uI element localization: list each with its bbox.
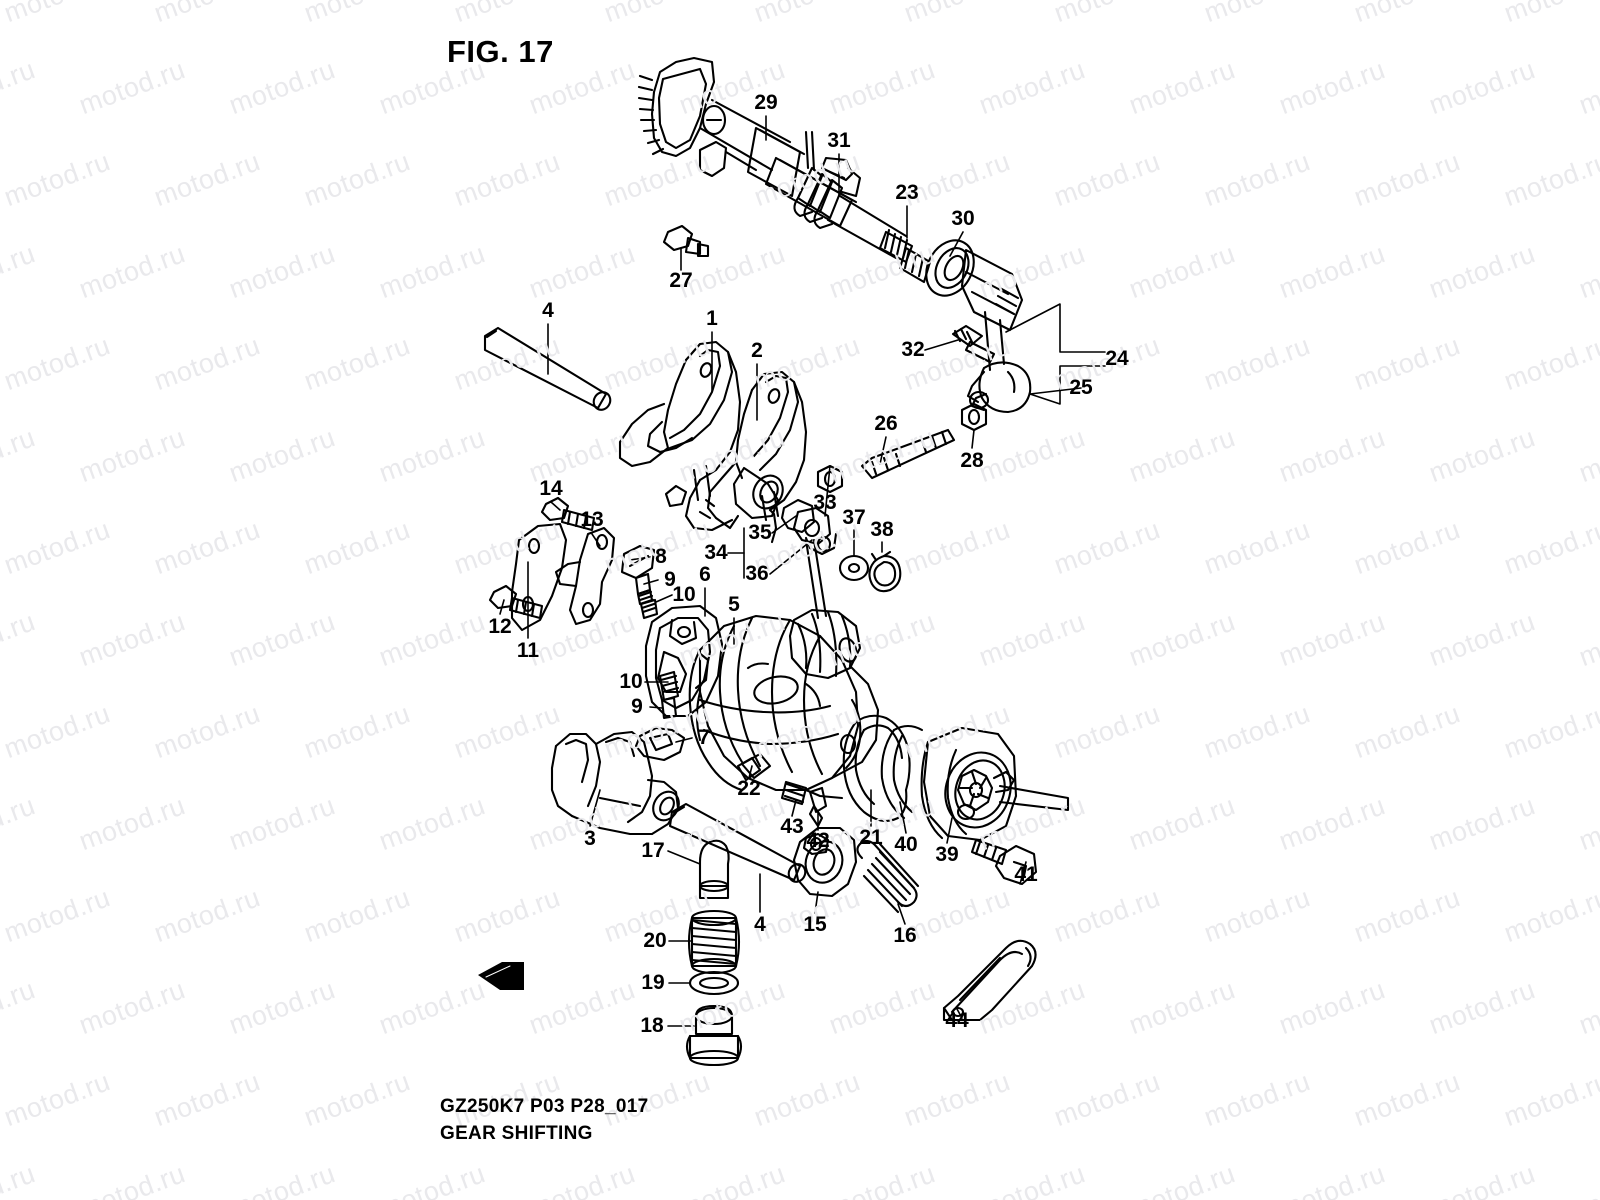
callout-number-19: 19 bbox=[641, 971, 665, 994]
callout-number-2: 2 bbox=[751, 339, 763, 362]
callout-number-38: 38 bbox=[870, 518, 894, 541]
callout-number-6: 6 bbox=[699, 563, 711, 586]
callout-number-42: 42 bbox=[806, 829, 830, 852]
fwd-direction-arrow bbox=[478, 962, 524, 990]
callout-number-37: 37 bbox=[842, 506, 866, 529]
callout-number-1: 1 bbox=[706, 307, 718, 330]
callout-number-7: 7 bbox=[698, 726, 710, 749]
callout-number-12: 12 bbox=[488, 615, 512, 638]
part-15-gear-shift-cam-driven-gear bbox=[792, 826, 858, 898]
part-17-stopper-plug bbox=[698, 839, 730, 900]
part-20-compression-spring bbox=[687, 909, 741, 975]
callout-number-3: 3 bbox=[584, 827, 596, 850]
part-44-cam-guide-bracket bbox=[942, 939, 1037, 1022]
caption-model-code: GZ250K7 P03 P28_017 bbox=[440, 1096, 649, 1117]
part-41-bolt bbox=[970, 838, 1038, 886]
callout-number-14: 14 bbox=[539, 477, 563, 500]
callout-number-28: 28 bbox=[960, 449, 984, 472]
part-13-shift-arm-plate bbox=[554, 526, 616, 626]
figure-title: FIG. 17 bbox=[447, 34, 554, 69]
callout-number-40: 40 bbox=[894, 833, 918, 856]
callout-number-5: 5 bbox=[728, 593, 740, 616]
callout-number-4b: 4 bbox=[754, 913, 766, 936]
part-26-bolt bbox=[860, 428, 956, 480]
callout-number-23: 23 bbox=[895, 181, 919, 204]
part-19-washer bbox=[688, 970, 740, 996]
callout-number-18: 18 bbox=[640, 1014, 664, 1037]
part-29-gear-shift-shaft bbox=[637, 56, 1032, 414]
callout-number-44: 44 bbox=[945, 1009, 969, 1032]
part-36-shift-pedal-rod bbox=[788, 538, 862, 680]
part-1-gear-shift-fork-no1 bbox=[618, 340, 742, 532]
part-39-cam-stopper-housing bbox=[920, 726, 1070, 842]
part-16-return-spring bbox=[856, 839, 920, 914]
part-8-cam-stopper bbox=[620, 544, 656, 580]
callout-number-10a: 10 bbox=[672, 583, 696, 606]
leader-lines bbox=[499, 115, 1106, 1027]
callout-number-32: 32 bbox=[901, 338, 925, 361]
callout-number-41: 41 bbox=[1014, 863, 1038, 886]
figure-caption: GZ250K7 P03 P28_017 GEAR SHIFTING bbox=[440, 1093, 649, 1147]
part-28-nut bbox=[960, 402, 988, 432]
part-7-cam-guide bbox=[634, 726, 686, 762]
part-6-cam-driven-plate bbox=[644, 604, 724, 718]
callout-number-10b: 10 bbox=[619, 670, 643, 693]
callout-number-34: 34 bbox=[704, 541, 728, 564]
callout-number-9a: 9 bbox=[664, 568, 676, 591]
callout-number-33: 33 bbox=[813, 491, 837, 514]
callout-number-22: 22 bbox=[737, 777, 761, 800]
callout-number-4a: 4 bbox=[542, 299, 554, 322]
callout-number-11: 11 bbox=[516, 639, 540, 662]
part-27-bolt bbox=[662, 224, 710, 258]
caption-section-name: GEAR SHIFTING bbox=[440, 1123, 593, 1144]
callout-number-16: 16 bbox=[893, 924, 917, 947]
part-18-plug-bolt bbox=[685, 1004, 743, 1067]
callout-number-27: 27 bbox=[669, 269, 693, 292]
part-2-gear-shift-fork-no2 bbox=[706, 370, 808, 544]
callout-number-35: 35 bbox=[748, 521, 772, 544]
callout-number-15: 15 bbox=[803, 913, 827, 936]
part-22-cam-pin bbox=[736, 756, 762, 782]
callout-number-9b: 9 bbox=[631, 695, 643, 718]
part-12-bolt bbox=[488, 584, 544, 620]
part-4-gear-shift-fork-shaft-upper bbox=[483, 326, 612, 411]
callout-number-36: 36 bbox=[745, 562, 769, 585]
part-14-bolt bbox=[540, 496, 596, 532]
callout-number-29: 29 bbox=[754, 91, 778, 114]
callout-number-26: 26 bbox=[874, 412, 898, 435]
part-38-circlip bbox=[868, 550, 902, 593]
part-10-spring-lower bbox=[658, 670, 680, 702]
part-37-washer bbox=[838, 554, 870, 582]
part-5-gear-shift-cam-drum bbox=[688, 614, 880, 800]
callout-number-17: 17 bbox=[641, 839, 665, 862]
part-10-spring-upper bbox=[636, 588, 659, 620]
part-3-gear-shift-fork-no3 bbox=[550, 730, 680, 836]
callout-number-24: 24 bbox=[1105, 347, 1129, 370]
callout-number-43: 43 bbox=[780, 815, 804, 838]
callout-number-8: 8 bbox=[655, 545, 667, 568]
part-40-bearing-plate bbox=[880, 724, 924, 820]
callout-number-31: 31 bbox=[827, 129, 851, 152]
callout-number-39: 39 bbox=[935, 843, 959, 866]
callout-number-21: 21 bbox=[859, 826, 883, 849]
part-35-shift-lever-arm bbox=[780, 498, 838, 556]
callout-number-30: 30 bbox=[951, 207, 975, 230]
callout-number-20: 20 bbox=[643, 929, 667, 952]
part-43-spring bbox=[780, 780, 808, 806]
callout-number-13: 13 bbox=[580, 508, 604, 531]
callout-number-25: 25 bbox=[1069, 376, 1093, 399]
